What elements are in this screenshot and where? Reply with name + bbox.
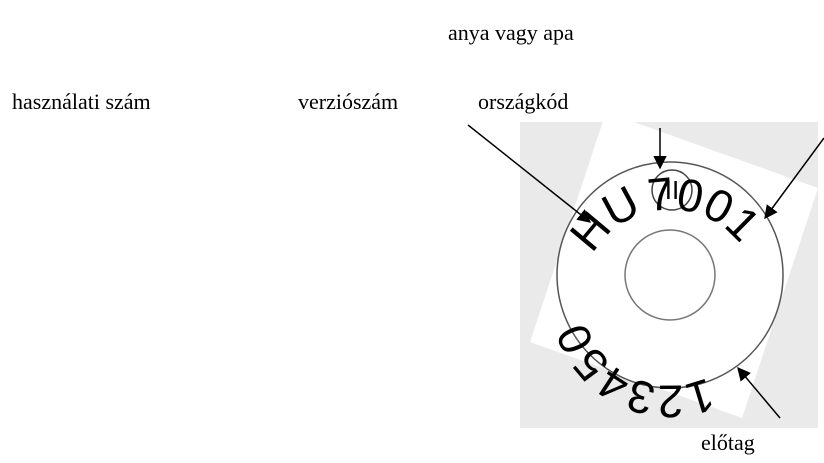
version-mark-text: II — [665, 175, 679, 205]
label-prefix: előtag — [701, 430, 755, 455]
label-parent: anya vagy apa — [448, 20, 574, 45]
ring-inner-hole — [624, 229, 716, 321]
arrow-country-code — [764, 137, 824, 220]
arrow-prefix — [737, 366, 781, 419]
arrow-usage-number — [467, 124, 592, 223]
version-mark-circle — [651, 169, 693, 211]
label-usage-number: használati szám — [12, 89, 151, 114]
label-country-code: országkód — [478, 89, 569, 114]
label-version-number: verziószám — [298, 89, 399, 114]
